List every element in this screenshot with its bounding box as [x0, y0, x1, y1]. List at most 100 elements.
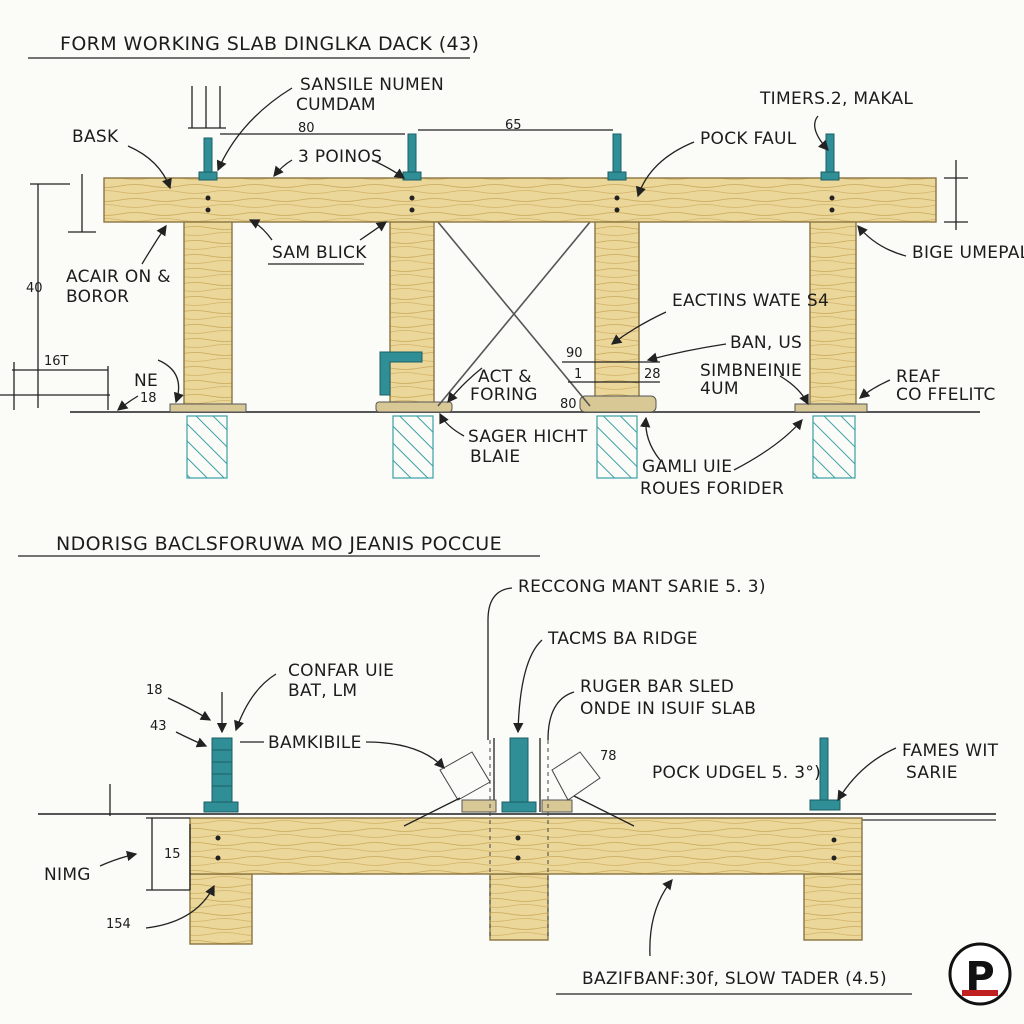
label-fames: FAMES WIT: [902, 741, 999, 761]
arrow-tacms: [513, 639, 543, 734]
arrow-fames: [837, 747, 897, 802]
arrow-gamli-b: [640, 416, 661, 461]
threaded-rod: [211, 737, 233, 807]
arrow-dim-43: [175, 731, 208, 748]
bolt-nut-2: [402, 171, 422, 181]
leader-reccong: [487, 587, 513, 740]
label-eactins: EACTINS WATE S4: [672, 291, 829, 311]
arrow-3-poinos-b: [371, 159, 406, 179]
arrow-sager: [439, 412, 465, 437]
dim-28: 28: [644, 367, 661, 382]
arrow-pock-faul: [635, 141, 695, 198]
arrow-ne-b: [116, 395, 139, 411]
bolt-nut-1: [198, 171, 218, 181]
arrow-bask: [127, 145, 172, 190]
dim-65: 65: [505, 118, 522, 133]
arrow-act: [447, 367, 483, 404]
bottom-beam: [189, 817, 863, 875]
arrow-bazifbanf: [649, 878, 673, 957]
post-1: [183, 219, 233, 411]
bottom-title: NDORISG BACLSFORUWA MO JEANIS POCCUE: [56, 533, 502, 555]
dim-80b: 80: [560, 397, 577, 412]
label-sager: SAGER HICHT: [468, 427, 588, 447]
arrow-sam-block-a: [248, 219, 273, 241]
dim-b-15: 15: [164, 847, 181, 862]
label-roues: ROUES FORIDER: [640, 479, 784, 499]
arrow-acair: [141, 224, 167, 265]
label-reaf: REAF: [896, 367, 941, 387]
post-4: [809, 219, 857, 411]
bottom-post-3: [803, 873, 863, 941]
label-ne: NE: [134, 371, 158, 391]
label-boror: BOROR: [66, 287, 129, 307]
top-beam: [103, 177, 937, 223]
label-bat: BAT, LM: [288, 681, 357, 701]
label-bask: BASK: [72, 127, 119, 147]
dim-40: 40: [26, 281, 43, 296]
label-sarie: SARIE: [906, 763, 958, 783]
label-nimg: NIMG: [44, 865, 91, 885]
arrow-3-poinos: [273, 159, 293, 178]
dim-b-43: 43: [150, 719, 167, 734]
label-blaie: BLAIE: [470, 447, 520, 467]
label-reccong: RECCONG MANT SARIE 5. 3): [518, 577, 766, 597]
dim-18-top: 18: [140, 391, 157, 406]
base-plate-4: [794, 403, 868, 413]
post-3: [594, 219, 640, 411]
arrow-gamli: [733, 419, 803, 471]
label-4um: 4UM: [700, 379, 739, 399]
arrow-nimg: [99, 850, 138, 867]
bolt-nut-4: [820, 171, 840, 181]
label-bige-umepal: BIGE UMEPAL: [912, 243, 1024, 263]
label-pock-faul: POCK FAUL: [700, 129, 797, 149]
shim-right: [551, 751, 601, 801]
label-ruger: RUGER BAR SLED: [580, 677, 734, 697]
shim-left: [439, 751, 491, 801]
bolt-3: [612, 133, 622, 175]
arrow-simbneinie: [779, 375, 809, 406]
label-confar: CONFAR UIE: [288, 661, 394, 681]
label-gamli: GAMLI UIE: [642, 457, 732, 477]
dim-b-154: 154: [106, 917, 131, 932]
label-onde: ONDE IN ISUIF SLAB: [580, 699, 756, 719]
bolt-nut-3: [607, 171, 627, 181]
dim-90: 90: [566, 346, 583, 361]
post-2: [389, 219, 435, 411]
label-acair-on: ACAIR ON &: [66, 267, 171, 287]
bottom-post-1: [189, 873, 253, 945]
footing-1: [186, 415, 228, 479]
label-timers: TIMERS.2, MAKAL: [759, 89, 913, 109]
top-title: FORM WORKING SLAB DINGLKA DACK (43): [60, 33, 479, 55]
dim-b-18: 18: [146, 683, 163, 698]
right-bolt: [819, 737, 829, 805]
dim-1: 1: [574, 367, 582, 382]
logo-mark: P: [948, 942, 1012, 1006]
label-tacms: TACMS BA RIDGE: [547, 629, 698, 649]
footing-2: [392, 415, 434, 479]
brace-2: [437, 221, 591, 407]
arrow-ban-us: [646, 343, 727, 363]
label-bamkibile: BAMKIBILE: [268, 733, 362, 753]
label-sam-block: SAM BLICK: [272, 243, 367, 263]
rod-plate: [203, 801, 239, 813]
base-plate-3: [579, 395, 657, 413]
arrow-confar: [234, 673, 277, 732]
bolt-2: [407, 133, 417, 175]
wedge-right: [541, 799, 573, 813]
arrow-dim-154: [145, 884, 215, 929]
label-foring: FORING: [470, 385, 538, 405]
arrow-sansile: [216, 87, 293, 172]
label-ban-us: BAN, US: [730, 333, 802, 353]
bolt-1: [203, 137, 213, 175]
dim-16t: 16T: [44, 354, 69, 369]
bottom-post-2: [489, 873, 549, 941]
base-plate-2: [375, 401, 453, 413]
dim-80: 80: [298, 121, 315, 136]
label-cumdam: CUMDAM: [296, 95, 376, 115]
dim-b-78: 78: [600, 749, 617, 764]
label-co-ffelitc: CO FFELITC: [896, 385, 996, 405]
arrow-bige-umepal: [857, 224, 907, 257]
footing-4: [812, 415, 856, 479]
